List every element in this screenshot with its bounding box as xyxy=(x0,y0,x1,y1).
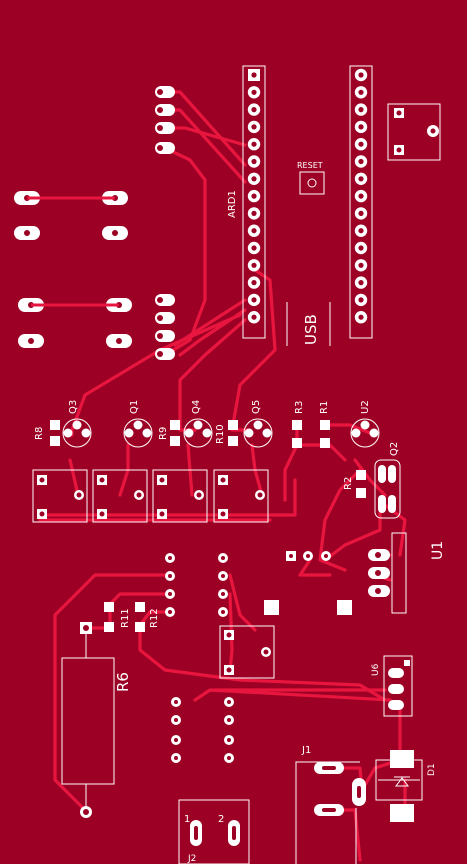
q3-outline xyxy=(62,418,92,448)
u6-outline xyxy=(383,655,413,717)
q2-outline xyxy=(374,459,401,519)
label-r8: R8 xyxy=(34,427,45,440)
dip-pads-upper xyxy=(165,553,228,617)
terminal-box-1 xyxy=(32,469,88,523)
label-j1: J1 xyxy=(301,745,311,756)
label-j2-pin2: 2 xyxy=(218,814,224,825)
big-pad-right xyxy=(336,599,353,616)
r6-outline xyxy=(61,657,115,785)
label-r3: R3 xyxy=(294,401,305,414)
right-header-outline xyxy=(349,65,373,339)
ard1-header-pins xyxy=(247,69,261,324)
label-q1: Q1 xyxy=(129,400,140,414)
label-reset: RESET xyxy=(297,161,323,170)
j1-outline xyxy=(295,761,360,864)
terminal-box-2 xyxy=(92,469,148,523)
pads xyxy=(14,68,439,846)
label-d1: D1 xyxy=(427,763,437,776)
top-left-connector xyxy=(155,86,175,154)
label-q5: Q5 xyxy=(251,400,262,414)
three-pad-row xyxy=(286,551,331,561)
label-r1: R1 xyxy=(319,401,330,414)
terminal-box-4 xyxy=(213,469,269,523)
smd-resistor-pads xyxy=(50,420,366,632)
label-j2-pin1: 1 xyxy=(184,814,190,825)
label-usb: USB xyxy=(302,314,320,345)
top-right-component-outline xyxy=(387,103,441,161)
label-q2: Q2 xyxy=(389,442,400,456)
ard1-header-outline xyxy=(242,65,266,339)
j2-outline xyxy=(178,799,250,864)
right-header-pins xyxy=(354,68,368,324)
label-r11: R11 xyxy=(120,608,131,628)
dip-pads-lower xyxy=(171,697,234,763)
label-r10: R10 xyxy=(215,424,226,444)
big-pad-left xyxy=(263,599,280,616)
label-u2: U2 xyxy=(360,400,371,414)
reset-button-outline xyxy=(299,171,325,195)
label-j2: J2 xyxy=(187,854,196,864)
u6-pads xyxy=(388,660,410,710)
label-ard1: ARD1 xyxy=(227,190,238,218)
silkscreen-outlines xyxy=(32,65,441,864)
label-u6: U6 xyxy=(371,663,381,676)
label-q3: Q3 xyxy=(68,400,79,414)
q1-outline xyxy=(123,418,153,448)
left-switch-pads xyxy=(14,191,132,348)
label-r6: R6 xyxy=(114,672,132,692)
transistor-pads xyxy=(63,420,379,438)
terminal-box-3 xyxy=(152,469,208,523)
terminal-pads xyxy=(37,475,265,519)
middle-component-outline xyxy=(219,625,275,679)
label-q4: Q4 xyxy=(191,400,202,414)
label-r2: R2 xyxy=(343,477,354,490)
silkscreen-labels: ARD1 RESET USB Q3 Q1 Q4 Q5 R8 R9 R10 R3 … xyxy=(34,161,446,864)
u1-pads xyxy=(368,549,390,597)
u1-outline xyxy=(391,532,407,614)
copper-traces xyxy=(38,90,407,862)
q4-outline xyxy=(183,418,213,448)
q5-outline xyxy=(243,418,273,448)
mid-left-connector xyxy=(155,294,175,360)
u2-outline xyxy=(350,418,380,448)
label-r9: R9 xyxy=(158,427,169,440)
label-u1: U1 xyxy=(430,541,446,560)
label-r12: R12 xyxy=(149,608,160,628)
q2-pads xyxy=(378,465,396,513)
